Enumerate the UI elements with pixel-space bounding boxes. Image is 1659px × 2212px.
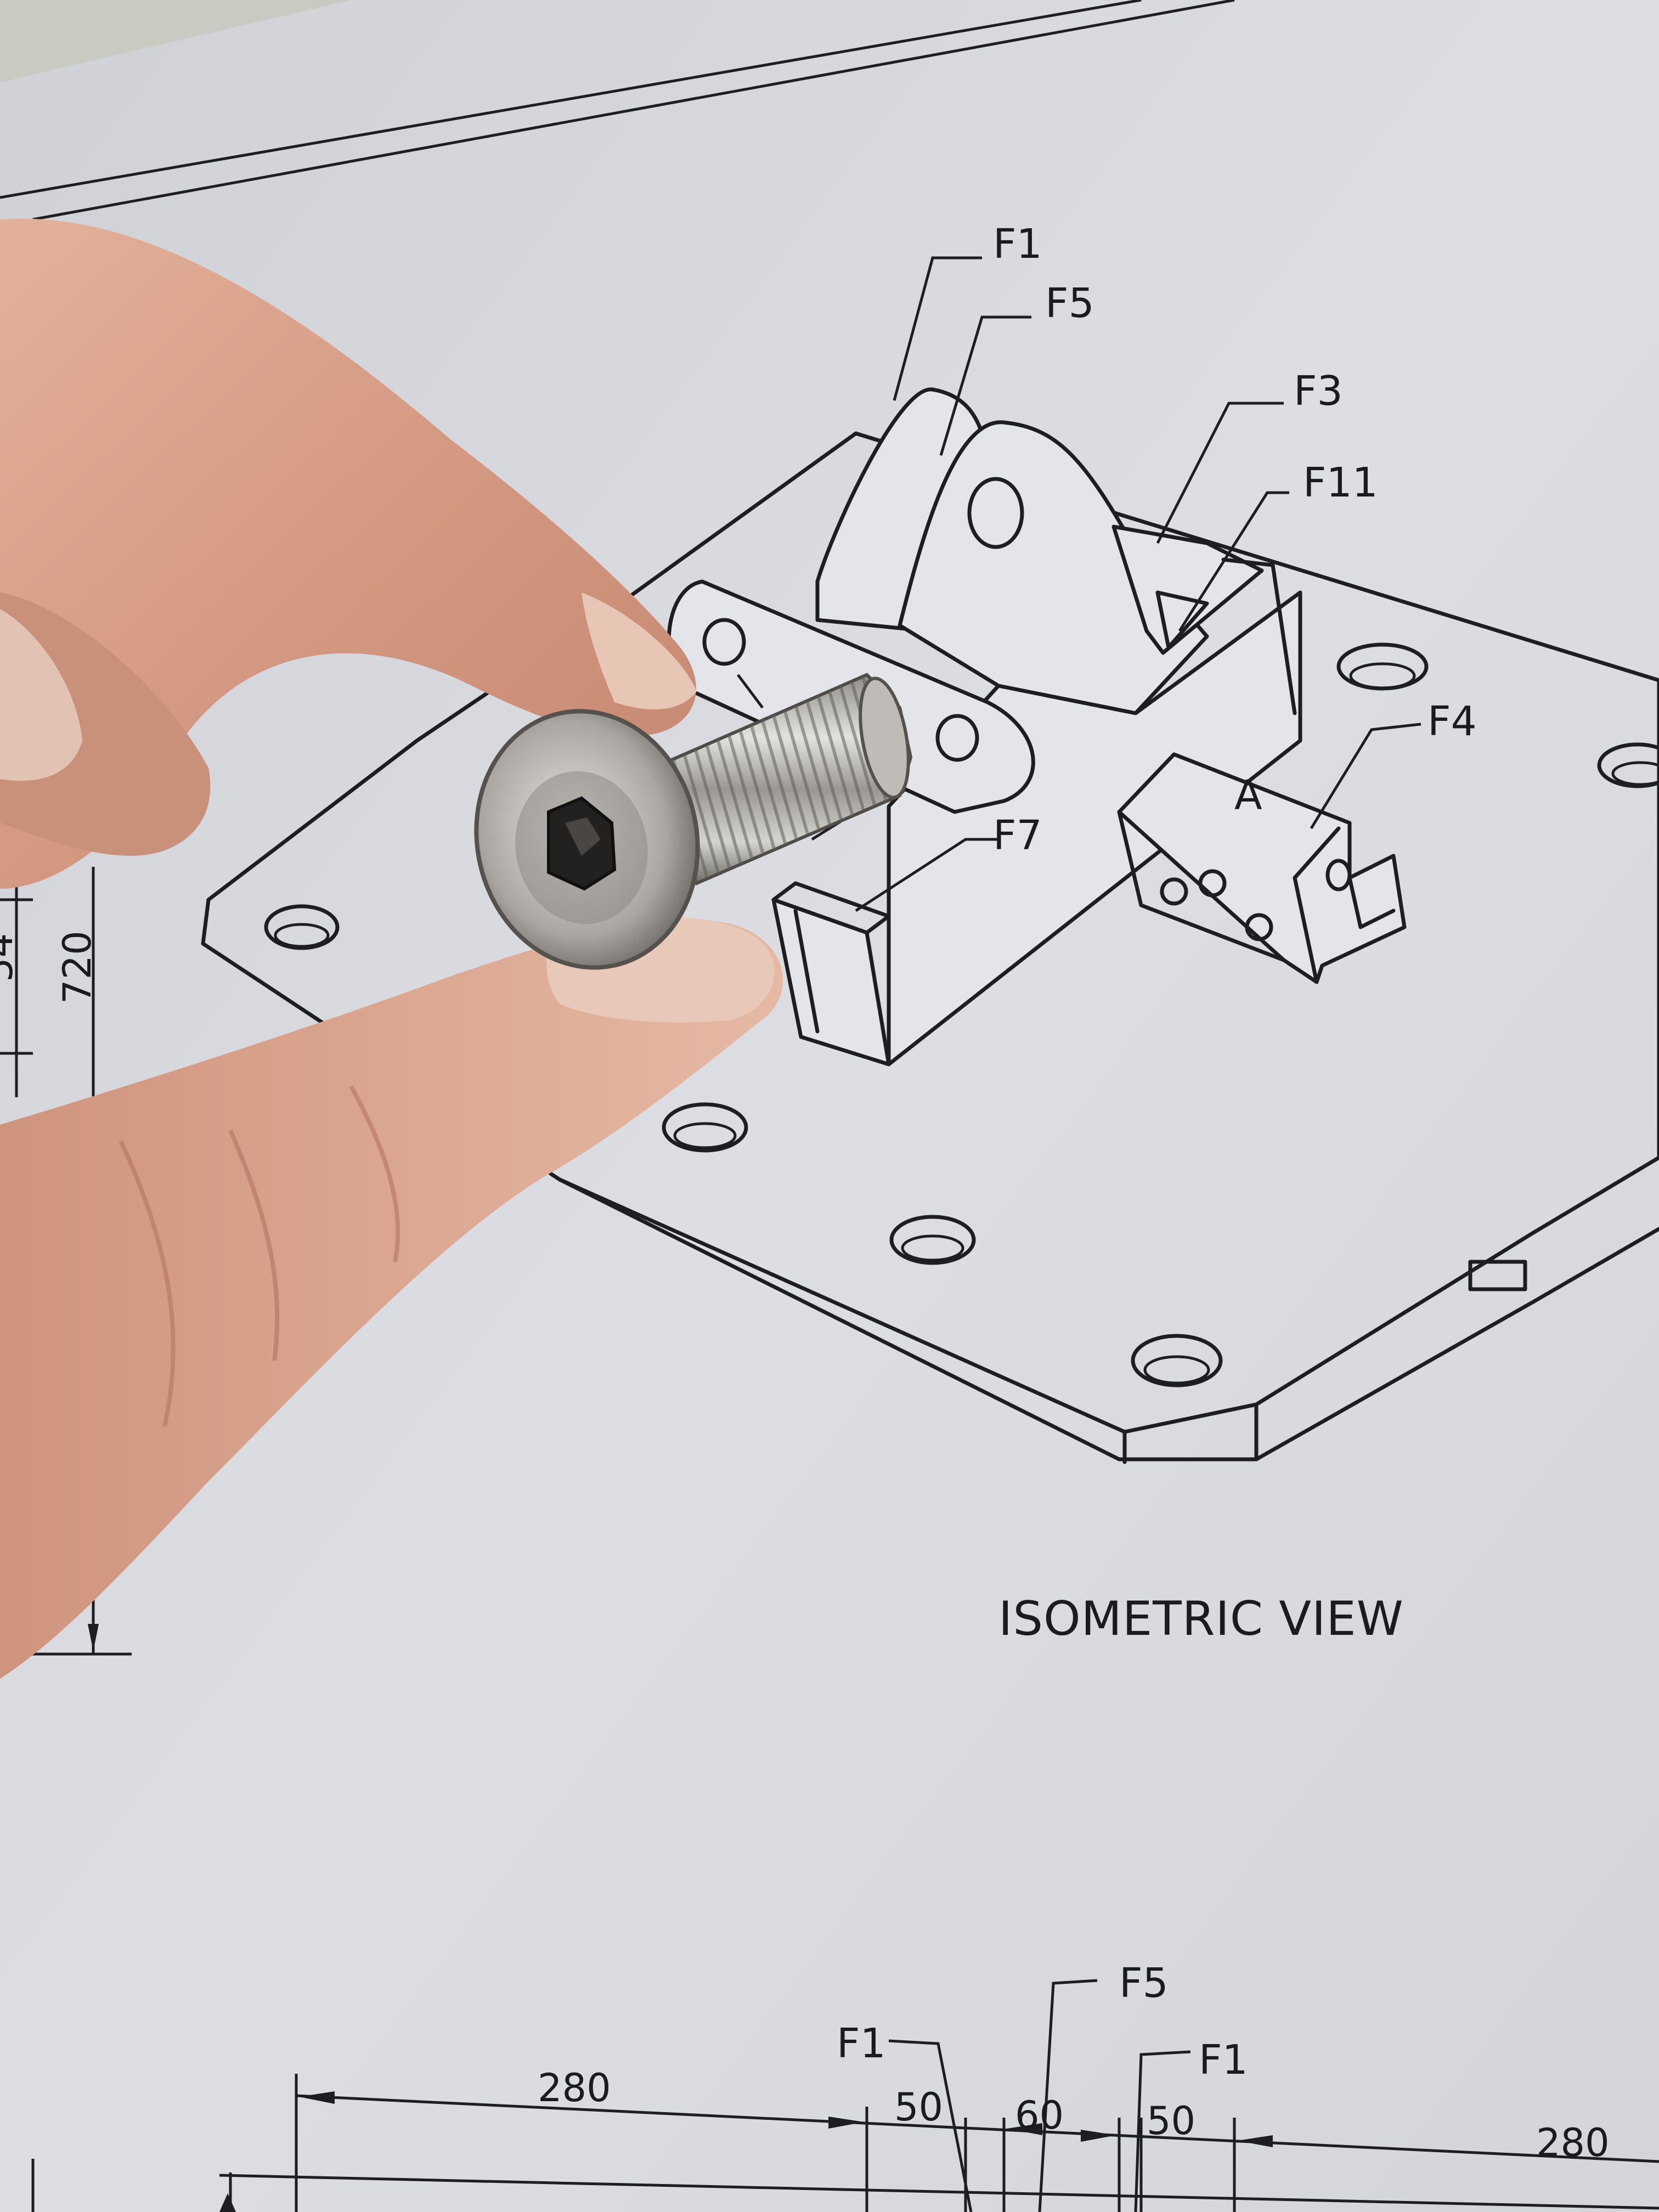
bolt [474, 673, 913, 970]
dimension-720: 720 [55, 930, 100, 1004]
middle-finger [0, 592, 211, 856]
callout-f1: F1 [993, 221, 1042, 268]
hand [0, 218, 783, 1679]
bottom-dimension-chain [31, 1979, 1659, 2212]
frame-line-top-inner [32, 0, 1235, 221]
callout-f7: F7 [993, 812, 1042, 859]
bottom-callout-f5: F5 [1119, 1960, 1169, 2007]
desk-edge [0, 0, 351, 82]
view-title: ISOMETRIC VIEW [998, 1592, 1404, 1646]
plate-holes [264, 642, 1659, 1387]
leader-lines [737, 256, 1421, 912]
callout-f11: F11 [1303, 459, 1378, 506]
bottom-callout-f1-left: F1 [837, 2020, 886, 2067]
dimension-50-right: 50 [1147, 2098, 1195, 2143]
frame-line-top [0, 0, 1142, 199]
part-mark: A [1234, 772, 1262, 819]
index-fingernail [582, 592, 697, 710]
base-plate [201, 431, 1659, 1464]
dimension-60: 60 [1015, 2093, 1064, 2138]
dimension-54: 54 [0, 933, 21, 982]
skin-crease [119, 1085, 400, 1427]
dimension-50-left: 50 [894, 2085, 943, 2130]
callout-f4: F4 [1427, 698, 1477, 745]
dimension-280-left: 280 [538, 2066, 611, 2111]
callout-f3: F3 [1294, 368, 1343, 415]
dimension-280-right: 280 [1536, 2120, 1610, 2165]
thumb [0, 919, 783, 1679]
callout-f5: F5 [1045, 280, 1094, 327]
middle-fingernail [0, 609, 82, 781]
bottom-callout-f1-right: F1 [1199, 2036, 1248, 2084]
